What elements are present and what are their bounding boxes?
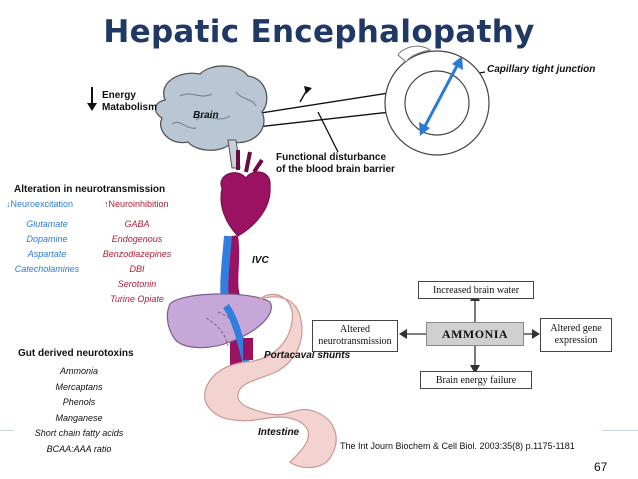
- list-item: GABA: [124, 219, 150, 229]
- ivc-label: IVC: [252, 255, 269, 266]
- list-item: Ammonia: [59, 366, 98, 376]
- neuroinhibition-label: Neuroinhibition: [108, 199, 169, 209]
- list-item: BCAA:AAA ratio: [46, 443, 112, 454]
- pointer-line: [317, 111, 339, 153]
- list-item: Mercaptans: [55, 381, 103, 392]
- neuroexcitation-row: ↓Neuroexcitation: [6, 199, 73, 209]
- arrowhead-icon: [304, 86, 312, 94]
- neuroexcitation-label: Neuroexcitation: [10, 199, 74, 209]
- connector-line: [247, 109, 409, 129]
- altered-neurotransmission-box: Altered neurotransmission: [312, 320, 398, 352]
- functional-disturbance-label: Functional disturbance of the blood brai…: [276, 152, 395, 175]
- intestine-icon: [204, 293, 337, 469]
- list-item: Serotonin: [117, 279, 157, 289]
- intestine-label: Intestine: [258, 427, 300, 438]
- slide-title: Hepatic Encephalopathy: [103, 14, 535, 50]
- neurotransmission-heading: Alteration in neurotransmission: [14, 184, 166, 195]
- gut-neurotoxins-list: Ammonia Mercaptans Phenols Manganese Sho…: [14, 364, 144, 457]
- footer-rule: [0, 430, 14, 431]
- list-item: Short chain fatty acids: [34, 428, 124, 438]
- brain-energy-failure-box: Brain energy failure: [420, 371, 532, 389]
- brain-label: Brain: [193, 110, 219, 121]
- gut-neurotoxins-heading: Gut derived neurotoxins: [18, 348, 134, 359]
- list-item: Aspartate: [27, 249, 67, 259]
- capillary-icon: [384, 45, 490, 156]
- list-item: Endogenous Benzodiazepines: [102, 234, 172, 259]
- ammonia-box: AMMONIA: [426, 322, 524, 346]
- citation: The Int Journ Biochem & Cell Biol. 2003:…: [340, 441, 575, 451]
- excitation-list: Glutamate Dopamine Aspartate Catecholami…: [0, 217, 94, 277]
- heart-icon: [220, 150, 271, 237]
- portacaval-label: Portacaval shunts: [264, 350, 351, 361]
- page-number: 67: [594, 460, 608, 474]
- altered-gene-expression-box: Altered gene expression: [540, 318, 612, 352]
- capillary-label: Capillary tight junction: [487, 64, 596, 75]
- energy-metabolism-label: Energy Matabolism: [102, 90, 158, 113]
- list-item: Glutamate: [26, 219, 68, 229]
- list-item: Dopamine: [26, 234, 68, 244]
- footer-rule: [602, 430, 638, 431]
- list-item: Phenols: [62, 397, 96, 407]
- down-arrow-icon: [86, 86, 98, 117]
- down-arrow-icon: ↓: [6, 199, 11, 209]
- list-item: Catecholamines: [14, 264, 80, 274]
- inhibition-list: GABA Endogenous Benzodiazepines DBI Sero…: [82, 217, 192, 307]
- list-item: Turine Opiate: [110, 294, 164, 304]
- list-item: Manganese: [55, 412, 103, 423]
- neuroinhibition-row: ↑Neuroinhibition: [104, 199, 169, 209]
- up-arrow-icon: ↑: [104, 199, 109, 209]
- increased-brain-water-box: Increased brain water: [418, 281, 534, 299]
- list-item: DBI: [129, 264, 145, 274]
- connector-line: [247, 89, 409, 116]
